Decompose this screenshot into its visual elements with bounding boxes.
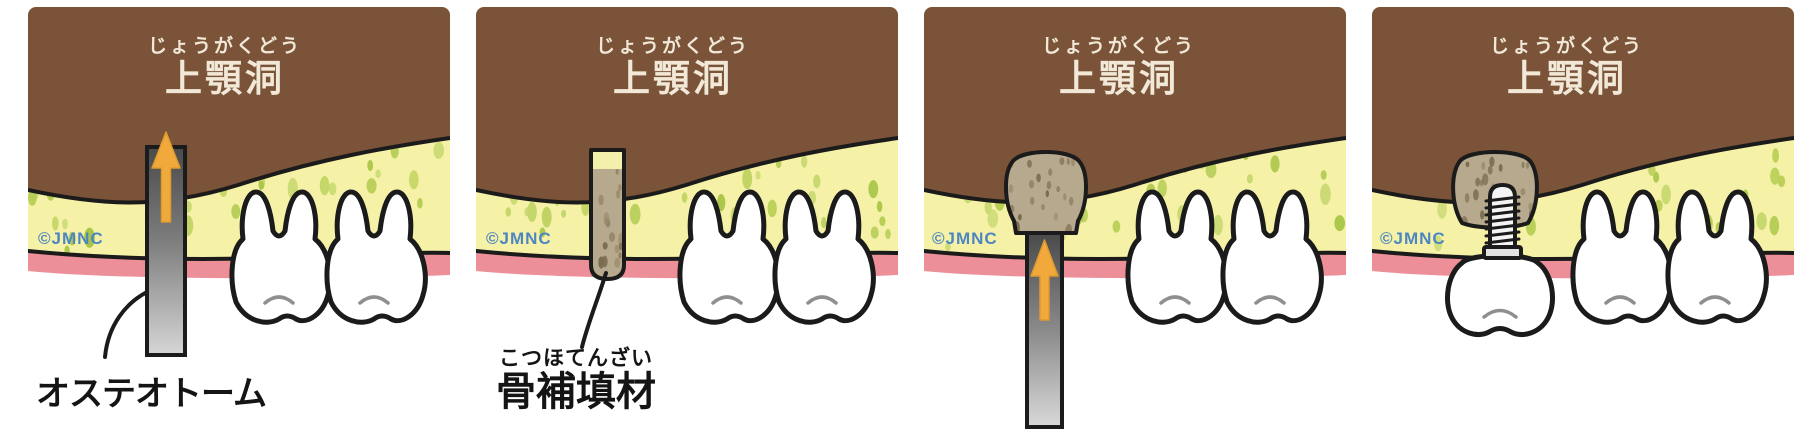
step-1-illustration: ©JMNC じょうがくどう 上顎洞 オステオトーム [28,7,450,413]
sinus-label: 上顎洞 [1059,58,1179,99]
up-arrow-icon [1030,239,1059,321]
sinus-label-furigana: じょうがくどう [148,34,302,57]
sinus-label: 上顎洞 [613,58,733,99]
sinus-label-furigana: じょうがくどう [1490,34,1644,57]
sinus-label-furigana: じょうがくどう [596,34,750,57]
bone-graft-dome [1004,150,1088,235]
sinus-label: 上顎洞 [1507,58,1627,99]
watermark: ©JMNC [1380,229,1446,248]
caption-osteotome: オステオトーム [36,375,266,413]
implant-screw [1482,183,1523,260]
sinus-label: 上顎洞 [165,58,285,99]
panel-step-3: ©JMNC じょうがくどう 上顎洞 [924,7,1346,433]
implant-crown [1444,253,1556,337]
watermark: ©JMNC [38,229,104,248]
sinus-floor-line [476,136,898,205]
leader-line [103,290,149,359]
step-2-illustration: ©JMNC じょうがくどう 上顎洞 こつほてんざい 骨補填材 [476,7,898,414]
graft-flecks [598,168,624,269]
sinus-label-furigana: じょうがくどう [1042,34,1196,57]
osteotome-tool [145,131,187,357]
sinus-floor-line [924,136,1346,205]
sinus-floor-line [1372,136,1794,205]
watermark: ©JMNC [486,229,552,248]
screw-threads [1484,195,1521,245]
step-3-illustration: ©JMNC じょうがくどう 上顎洞 [924,7,1346,429]
up-arrow-icon [151,131,181,223]
graft-top-cap [591,150,624,169]
watermark: ©JMNC [932,229,998,248]
panel-step-2: ©JMNC じょうがくどう 上顎洞 こつほてんざい 骨補填材 [476,7,898,433]
bone-graft-column [589,148,626,281]
caption-graft: 骨補填材 [496,370,656,414]
leader-line [580,271,608,349]
osteotome-tool [1025,231,1064,429]
sinus-floor-line [28,136,450,205]
caption-graft-furigana: こつほてんざい [499,346,653,370]
sinus-region [28,7,450,203]
step-4-illustration: ©JMNC じょうがくどう 上顎洞 [1372,7,1794,337]
panel-step-4: ©JMNC じょうがくどう 上顎洞 [1372,7,1794,433]
panel-step-1: ©JMNC じょうがくどう 上顎洞 オステオトーム [28,7,450,433]
screw-collar [1482,245,1523,260]
sinus-region [476,7,898,203]
